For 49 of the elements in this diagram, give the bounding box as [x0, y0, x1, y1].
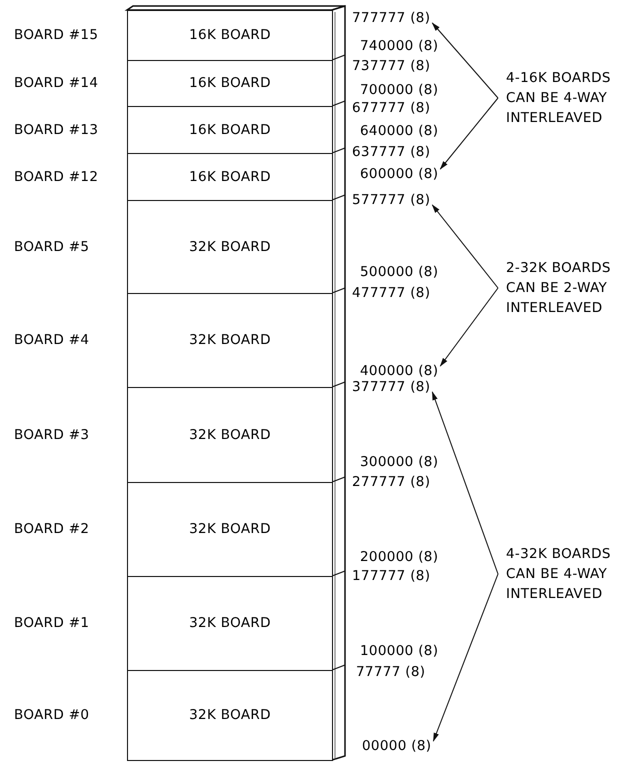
address-label: 477777 (8)	[352, 285, 430, 301]
address-label: 637777 (8)	[352, 144, 430, 160]
arrow	[432, 574, 498, 742]
address-label: 200000 (8)	[360, 549, 438, 565]
address-label: 600000 (8)	[360, 166, 438, 182]
address-label: 377777 (8)	[352, 379, 430, 395]
memory-board-box: 32K BOARD	[127, 482, 333, 577]
memory-board-box: 16K BOARD	[127, 60, 333, 107]
address-label: 500000 (8)	[360, 264, 438, 280]
address-label: 737777 (8)	[352, 58, 430, 74]
address-label: 777777 (8)	[352, 10, 430, 26]
address-label: 177777 (8)	[352, 568, 430, 584]
address-label: 640000 (8)	[360, 123, 438, 139]
arrow	[432, 391, 498, 574]
address-label: 700000 (8)	[360, 82, 438, 98]
interleave-note: 4-16K BOARDS CAN BE 4-WAY INTERLEAVED	[506, 68, 624, 128]
memory-board-box: 32K BOARD	[127, 387, 333, 483]
address-label: 77777 (8)	[356, 664, 426, 680]
board-number-label: BOARD #15	[14, 27, 98, 43]
board-number-label: BOARD #3	[14, 426, 90, 442]
address-label: 577777 (8)	[352, 192, 430, 208]
address-label: 300000 (8)	[360, 454, 438, 470]
board-number-label: BOARD #12	[14, 168, 98, 184]
address-label: 277777 (8)	[352, 474, 430, 490]
address-label: 677777 (8)	[352, 100, 430, 116]
board-number-label: BOARD #13	[14, 122, 98, 138]
memory-board-box: 32K BOARD	[127, 293, 333, 388]
memory-board-box: 32K BOARD	[127, 576, 333, 671]
interleave-note: 2-32K BOARDS CAN BE 2-WAY INTERLEAVED	[506, 258, 624, 318]
memory-board-box: 16K BOARD	[127, 153, 333, 201]
memory-board-box: 16K BOARD	[127, 106, 333, 154]
board-number-label: BOARD #2	[14, 521, 90, 537]
arrow	[440, 98, 498, 170]
address-label: 740000 (8)	[360, 38, 438, 54]
address-label: 00000 (8)	[362, 738, 432, 754]
memory-board-box: 32K BOARD	[127, 670, 333, 761]
board-number-label: BOARD #1	[14, 615, 90, 631]
board-number-label: BOARD #14	[14, 75, 98, 91]
address-label: 400000 (8)	[360, 363, 438, 379]
address-label: 100000 (8)	[360, 643, 438, 659]
memory-board-box: 32K BOARD	[127, 200, 333, 294]
interleave-note: 4-32K BOARDS CAN BE 4-WAY INTERLEAVED	[506, 544, 624, 604]
arrow	[440, 288, 498, 367]
arrow	[432, 204, 498, 288]
board-number-label: BOARD #4	[14, 332, 90, 348]
arrow	[432, 22, 498, 98]
board-number-label: BOARD #0	[14, 707, 90, 723]
board-number-label: BOARD #5	[14, 238, 90, 254]
memory-board-box: 16K BOARD	[127, 10, 333, 61]
